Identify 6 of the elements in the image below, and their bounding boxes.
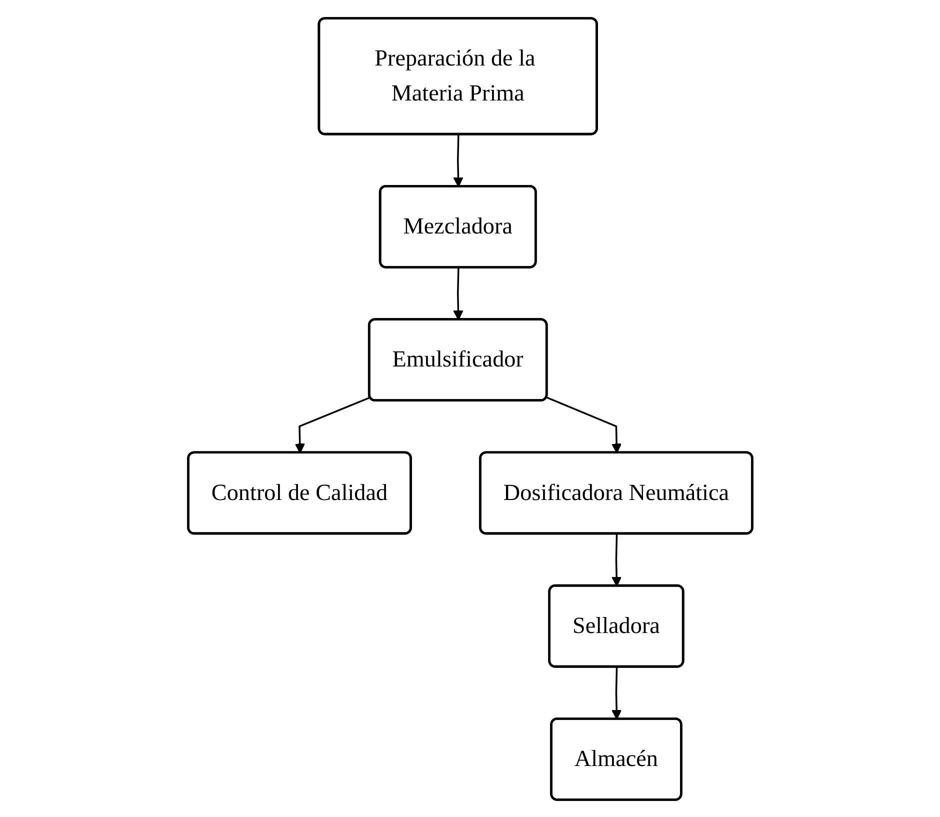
arrow: [452, 134, 464, 187]
arrow: [611, 534, 622, 586]
arrow: [294, 396, 370, 453]
arrow: [611, 666, 622, 720]
arrow: [452, 267, 464, 320]
arrow: [546, 396, 622, 453]
